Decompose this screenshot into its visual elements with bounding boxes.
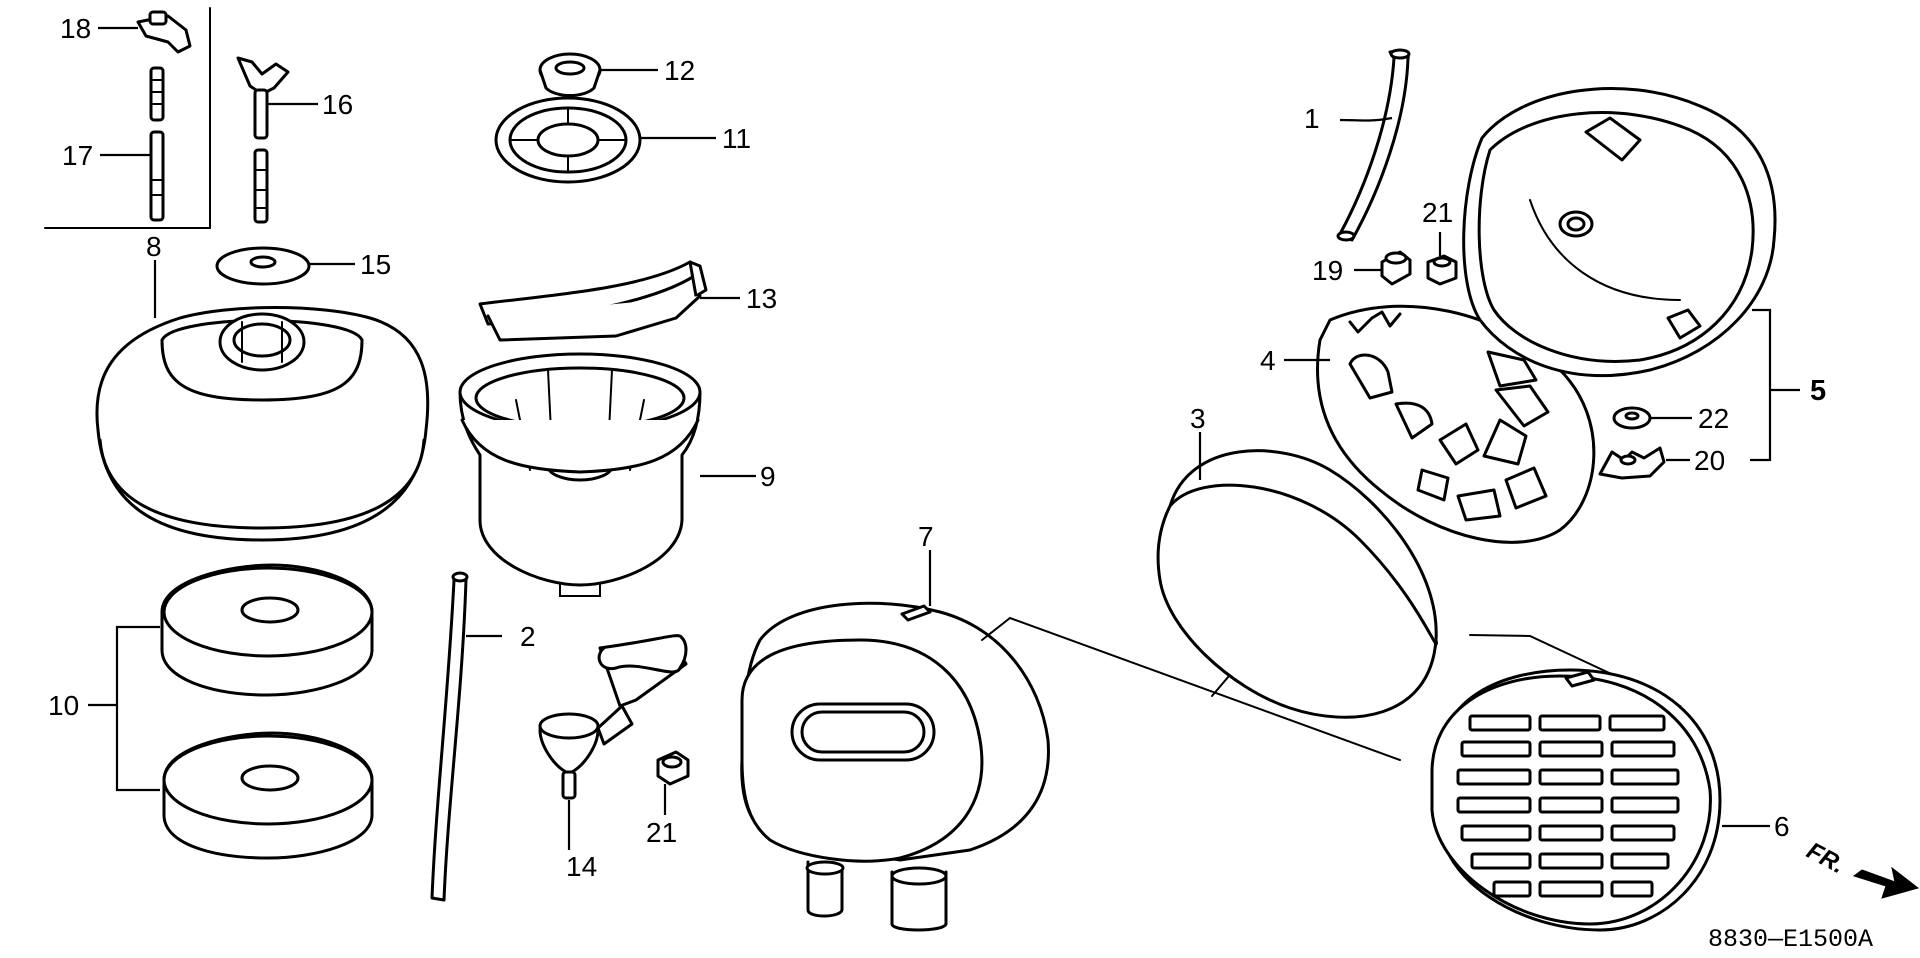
grille-slots	[1456, 714, 1680, 898]
callout-16: 16	[322, 89, 353, 120]
callout-11: 11	[722, 123, 751, 154]
part-1-tube	[1336, 48, 1411, 242]
callout-17: 17	[62, 140, 93, 171]
callout-12: 12	[664, 55, 695, 86]
front-direction-label: FR.	[1802, 837, 1849, 879]
callout-14: 14	[566, 851, 597, 882]
part-9-filter-case	[458, 352, 756, 597]
part-12-grommet	[538, 52, 658, 97]
callout-6: 6	[1774, 811, 1790, 842]
part-20-wing-nut	[1598, 446, 1690, 480]
part-18-clip	[98, 10, 192, 54]
part-16-wing-bolt	[236, 56, 318, 224]
part-14-drain	[538, 634, 688, 850]
callout-22: 22	[1698, 403, 1729, 434]
callout-labels: 18 17 16 15 8 10 12 11 13 9 2 14 21 7 1 …	[48, 13, 1873, 954]
callout-19: 19	[1312, 255, 1343, 286]
part-7-case	[740, 550, 1050, 932]
callout-4: 4	[1260, 345, 1276, 376]
callout-13: 13	[746, 283, 777, 314]
callout-15: 15	[360, 249, 391, 280]
callout-9: 9	[760, 461, 776, 492]
part-10-foam-rings	[88, 563, 374, 860]
front-direction-arrow	[1852, 866, 1920, 899]
inset-box	[44, 7, 211, 229]
callout-2: 2	[520, 621, 536, 652]
part-11-grid-plate	[494, 96, 716, 184]
part-3-foam-element	[1156, 432, 1438, 719]
part-19-collar	[1354, 250, 1412, 286]
callout-3: 3	[1190, 403, 1206, 434]
part-21-nut-upper	[1426, 232, 1458, 286]
callout-7: 7	[918, 521, 934, 552]
callout-20: 20	[1694, 445, 1725, 476]
callout-21-lower: 21	[646, 817, 677, 848]
callout-5: 5	[1810, 375, 1826, 407]
callout-18: 18	[60, 13, 91, 44]
callout-1: 1	[1304, 103, 1320, 134]
part-22-washer	[1612, 406, 1692, 430]
callout-10: 10	[48, 690, 79, 721]
part-8-cover	[95, 260, 430, 542]
part-2-tube	[430, 571, 502, 902]
drawing-code: 8830—E1500A	[1708, 925, 1873, 954]
callout-21-upper: 21	[1422, 197, 1453, 228]
part-15-washer	[215, 246, 355, 286]
callout-8: 8	[146, 231, 162, 262]
part-17-stud	[100, 66, 165, 222]
part-6-grille	[1430, 668, 1770, 932]
part-13-band	[478, 260, 740, 342]
part-5-outer-case	[1462, 87, 1800, 462]
part-21-nut-lower	[656, 750, 690, 815]
